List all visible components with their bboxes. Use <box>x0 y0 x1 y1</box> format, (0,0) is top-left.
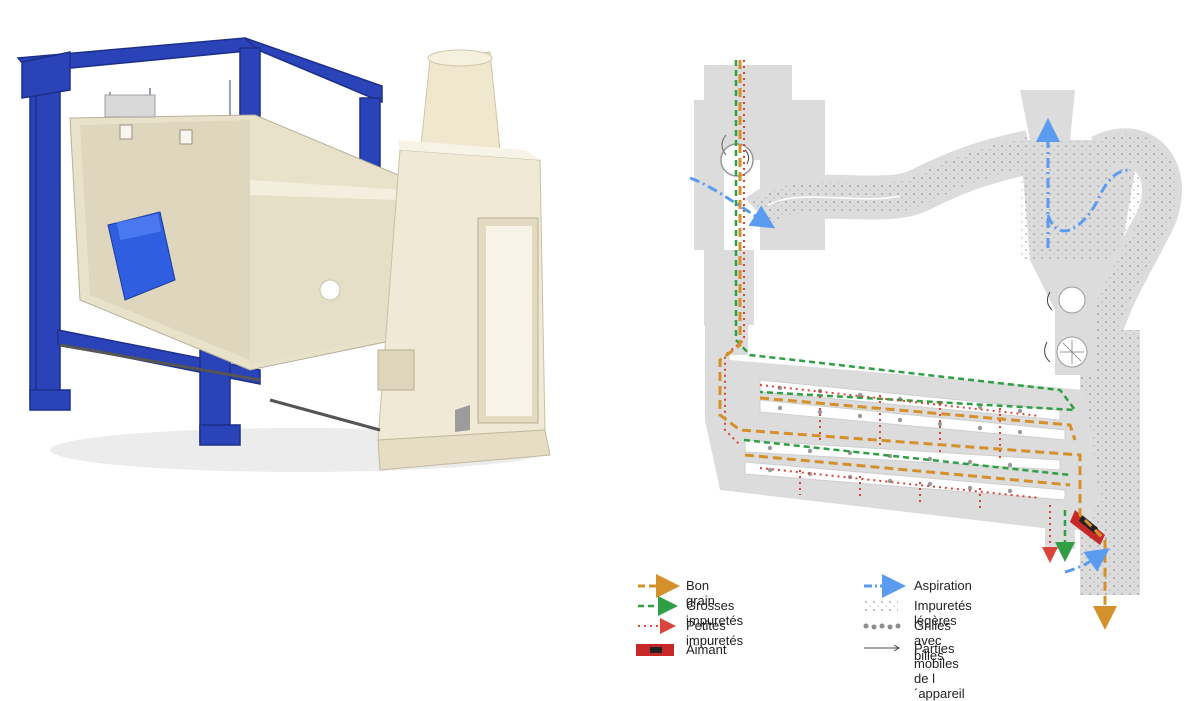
legend-label-aspiration: Aspiration <box>914 578 972 593</box>
flow-bon-grain <box>718 60 1117 630</box>
cream-housing <box>377 49 551 471</box>
machine-photo <box>16 37 551 472</box>
flow-aspiration <box>689 118 1131 574</box>
aspiration-duct <box>745 130 1035 233</box>
rotation-arrows <box>744 149 1053 363</box>
separator-illustration <box>16 37 1182 656</box>
legend-label-impuretes-legeres: Impuretés légères <box>914 598 972 628</box>
sieve-box <box>705 325 1105 549</box>
legend-label-parties-mobiles: Parties mobiles de l´appareil <box>914 641 965 701</box>
legend-label-grilles-avec-billes: Grilles avec billes <box>914 618 951 663</box>
legend-label-bon-grain: Bon grain <box>686 578 715 608</box>
legend-label-petites-impuretes: Petites impuretés <box>686 618 744 648</box>
vibration-motor <box>107 211 176 301</box>
legend-symbols <box>636 574 906 656</box>
process-schematic <box>689 60 1182 630</box>
flow-grosses-impuretes <box>734 60 1078 562</box>
flow-petites-impuretes <box>724 60 1058 563</box>
legend-label-grosses-impuretes: Grosses impuretés <box>686 598 744 628</box>
legend-label-aimant: Aimant <box>686 642 727 657</box>
